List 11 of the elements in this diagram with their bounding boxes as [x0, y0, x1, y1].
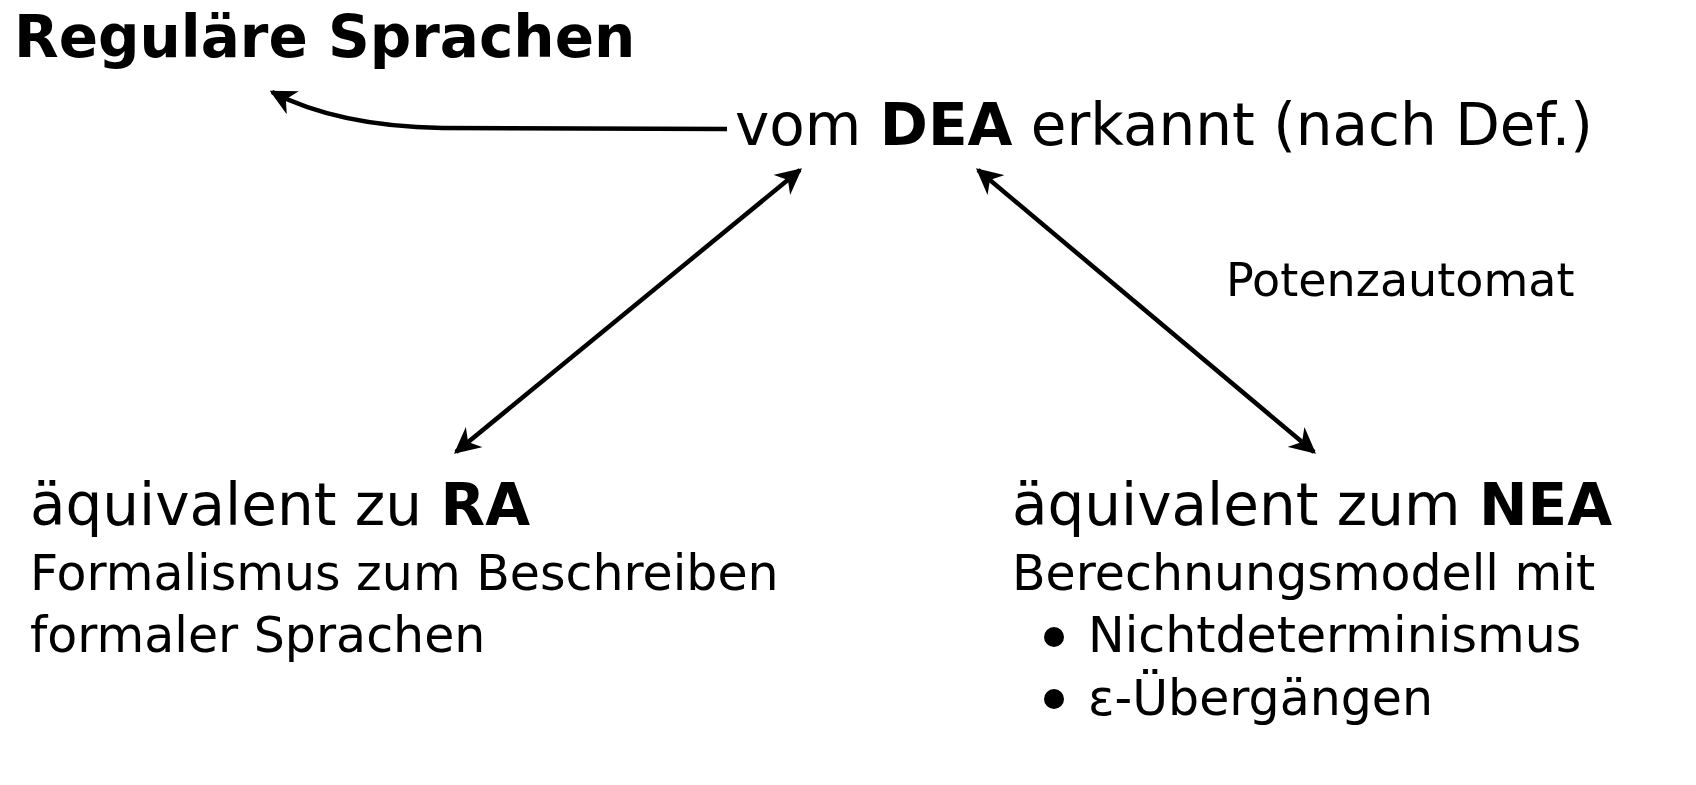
node-heading: äquivalent zu RA [30, 472, 531, 539]
bullet-text: ε-Übergängen [1088, 668, 1434, 730]
node-description: Berechnungsmodell mit [1012, 543, 1596, 604]
arrow [976, 168, 1316, 454]
node-description: Formalismus zum Beschreiben formaler Sprachen [30, 543, 780, 667]
arrow [269, 89, 727, 132]
arrow [454, 168, 802, 454]
heading: Reguläre Sprachen [14, 4, 636, 71]
node-heading: äquivalent zum NEA [1012, 472, 1613, 539]
node-text: vom DEA erkannt (nach Def.) [735, 92, 1593, 159]
bullet-text: Nichtdeterminismus [1088, 606, 1582, 667]
